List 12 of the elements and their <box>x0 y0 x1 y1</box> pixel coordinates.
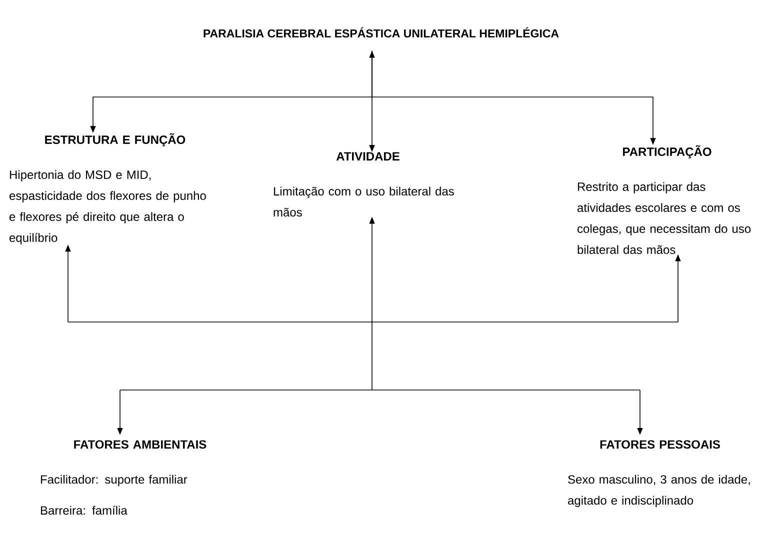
heading: ATIVIDADE <box>336 152 400 160</box>
body-text: Barreira: família <box>41 506 128 515</box>
body-text: Facilitador: suporte familiar <box>41 474 188 486</box>
heading: FATORES AMBIENTAIS <box>74 440 206 449</box>
body-text: Limitação com o uso bilateral das mãos <box>274 186 454 217</box>
body-text: Restrito a participar das atividades escolares e com os colegas, que necessitam do uso bilateral das mãos <box>578 182 751 254</box>
body-text: Hipertonia do MSD e MID, espasticidade dos flexores de punho e flexores pé direito que altera o equilíbrio <box>10 170 206 244</box>
body-text: Sexo masculino, 3 anos de idade, agitado e indisciplinado <box>568 474 750 508</box>
title: PARALISIA CEREBRAL ESPÁSTICA UNILATERAL HEMIPLÉGICA <box>204 27 559 38</box>
heading: FATORES PESSOAIS <box>600 440 720 449</box>
heading: ESTRUTURA E FUNÇÃO <box>45 133 186 146</box>
heading: PARTICIPAÇÃO <box>623 145 712 158</box>
